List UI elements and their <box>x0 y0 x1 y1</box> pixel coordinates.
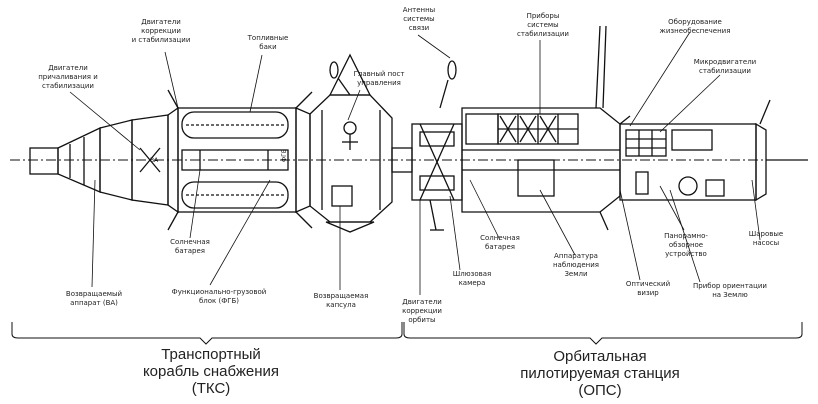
fgb-mark: ФГБ <box>281 149 288 162</box>
leader-lines <box>69 31 761 295</box>
label-opticheskii-vizir: Оптический визир <box>625 280 671 297</box>
tks-transition-cone <box>131 106 179 214</box>
label-oborud-zhizneobesp: Оборудование жизнеобеспечения <box>659 18 731 35</box>
airlock-chamber-shape <box>411 123 463 201</box>
label-dvig-prich-stab: Двигатели причаливания и стабилизации <box>38 64 98 90</box>
tks-panel-lower <box>167 211 179 231</box>
label-solnechnaya-batareya-left: Солнечная батарея <box>170 238 210 255</box>
return-vehicle-shape <box>29 119 133 201</box>
section-braces <box>11 322 803 345</box>
antenna-dish-left <box>329 61 339 79</box>
label-vozvr-apparat: Возвращаемый аппарат (ВА) <box>65 290 123 307</box>
label-dvig-korr-orbity: Двигатели коррекции орбиты <box>402 298 442 324</box>
label-tks: Транспортный корабль снабжения (ТКС) <box>142 346 280 397</box>
label-pribor-orientacii: Прибор ориентации на Землю <box>693 282 767 299</box>
label-anteny: Антенны системы связи <box>402 6 436 32</box>
label-fgb: Функционально-грузовой блок (ФГБ) <box>171 288 267 305</box>
label-ops: Орбитальная пилотируемая станция (ОПС) <box>520 348 680 399</box>
fgb-body <box>177 107 311 213</box>
label-mikrodvig-stab: Микродвигатели стабилизации <box>693 58 757 75</box>
label-pribory-stab: Приборы системы стабилизации <box>517 12 569 38</box>
station-rear-section <box>619 122 767 202</box>
label-shlyuzovaya-kamera: Шлюзовая камера <box>452 270 492 287</box>
label-apparatura-nablyudeniya: Аппаратура наблюдения Земли <box>552 252 600 278</box>
label-panoramno-obzornoe: Панорамно- обзорное устройство <box>664 232 708 258</box>
label-vozvr-kapsula: Возвращаемая капсула <box>313 292 369 309</box>
label-solnechnaya-batareya-mid: Солнечная батарея <box>480 234 520 251</box>
tks-panel-upper <box>167 89 179 109</box>
antenna-dish-right <box>447 60 457 80</box>
return-capsule-shape <box>309 94 393 223</box>
label-topl-baki: Топливные баки <box>247 34 289 51</box>
va-mark: ВА <box>150 157 159 164</box>
label-glavny-post: Главный пост управления <box>353 70 405 87</box>
label-sharovye-nosiki: Шаровые насосы <box>748 230 784 247</box>
label-dvig-korr-stab: Двигатели коррекции и стабилизации <box>131 18 191 44</box>
